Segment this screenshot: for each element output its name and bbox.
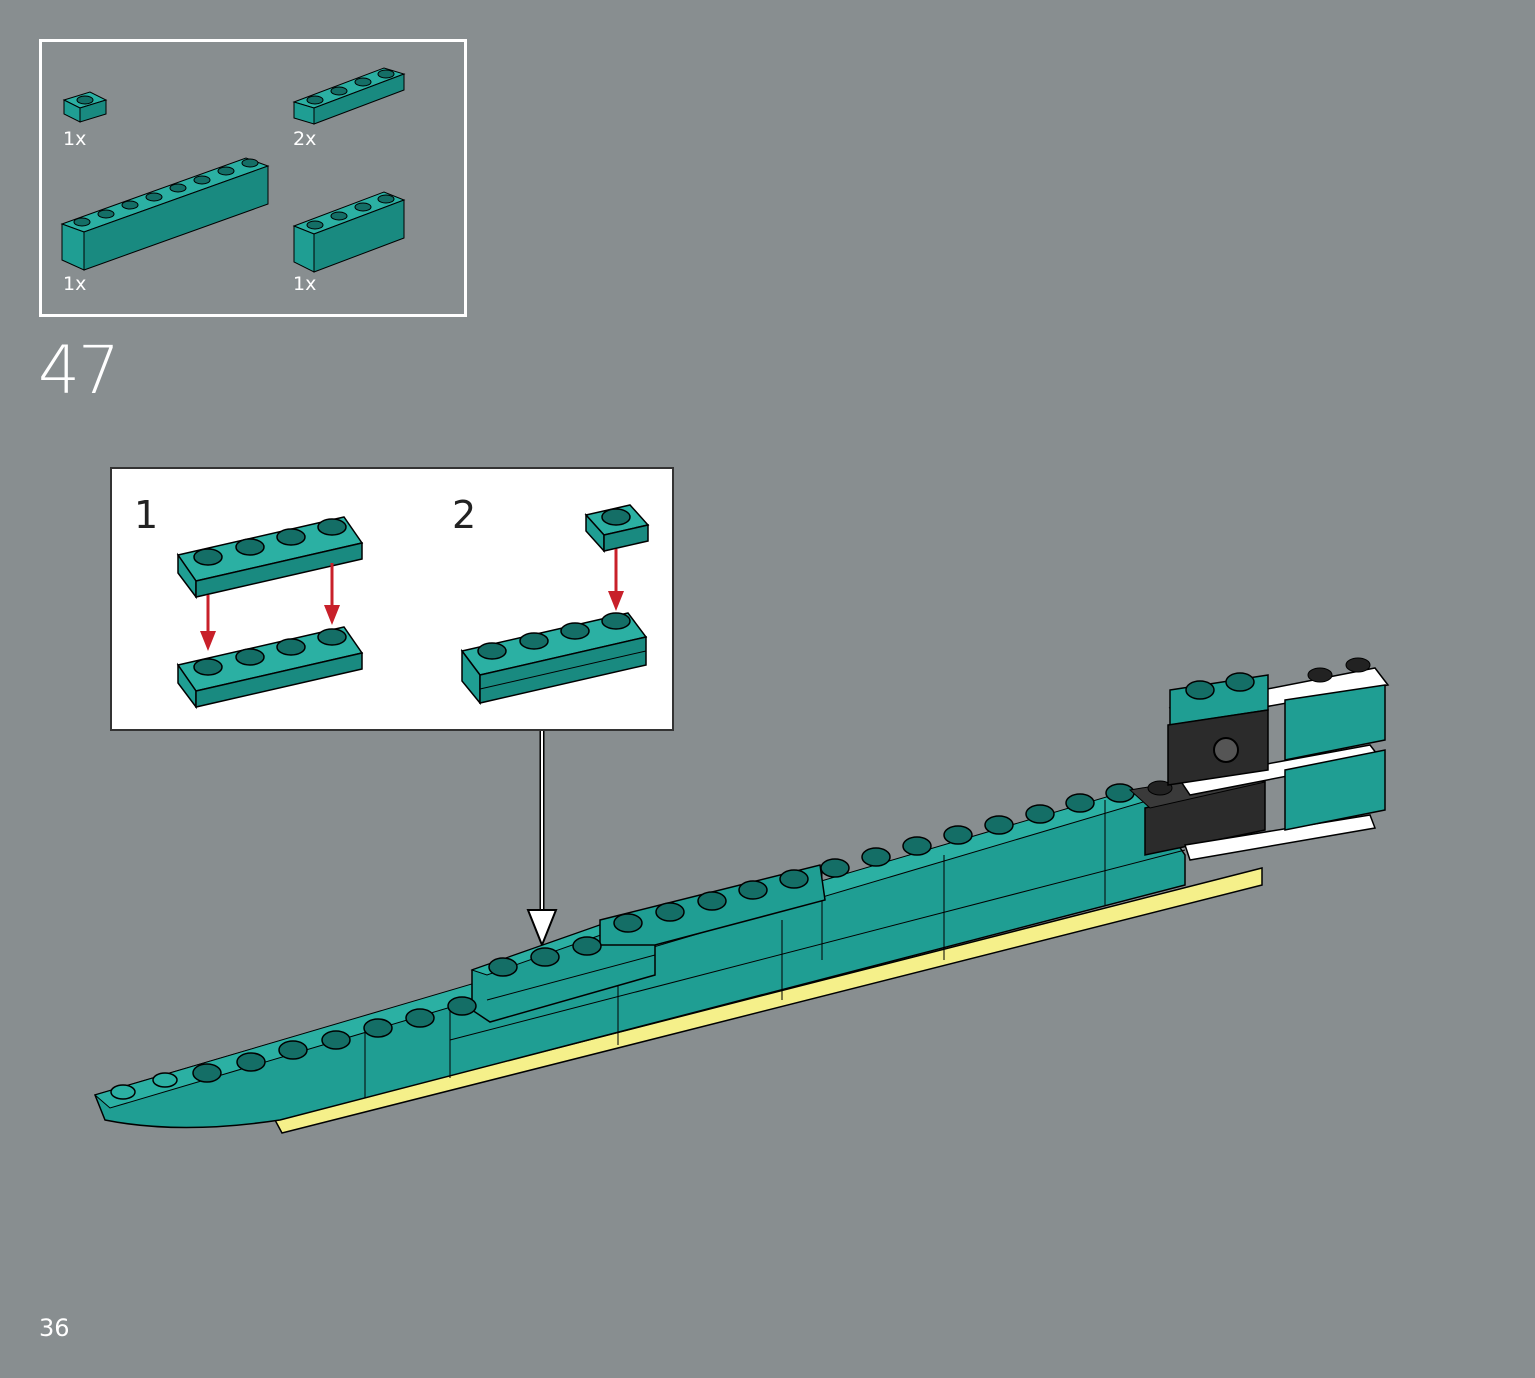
plate-1x4-icon bbox=[176, 626, 364, 710]
part-qty: 1x bbox=[293, 273, 317, 295]
arrow-down-icon bbox=[526, 909, 558, 948]
page-number: 36 bbox=[39, 1314, 70, 1342]
arrow-down-icon bbox=[608, 591, 624, 611]
substep-callout: 1 2 bbox=[110, 467, 674, 731]
part-qty: 2x bbox=[293, 128, 317, 150]
part-qty: 1x bbox=[63, 128, 87, 150]
parts-illustration bbox=[60, 67, 406, 273]
arrow-down-icon bbox=[324, 605, 340, 625]
parts-list: 1x 2x 1x 1x bbox=[39, 39, 467, 317]
plate-1x1-icon bbox=[62, 91, 108, 123]
plate-1x4-icon bbox=[176, 516, 364, 600]
brick-1x4-icon bbox=[292, 191, 406, 273]
callout-illustration bbox=[176, 504, 650, 710]
step-number: 47 bbox=[38, 332, 120, 409]
brick-1x8-icon bbox=[60, 157, 270, 271]
part-qty: 1x bbox=[63, 273, 87, 295]
brick-1x4-icon bbox=[460, 612, 648, 706]
arrow-down-icon bbox=[200, 631, 216, 651]
plate-1x1-icon bbox=[584, 504, 650, 553]
plate-1x4-icon bbox=[292, 67, 406, 125]
substep-number: 1 bbox=[134, 493, 159, 537]
substep-number: 2 bbox=[452, 493, 477, 537]
